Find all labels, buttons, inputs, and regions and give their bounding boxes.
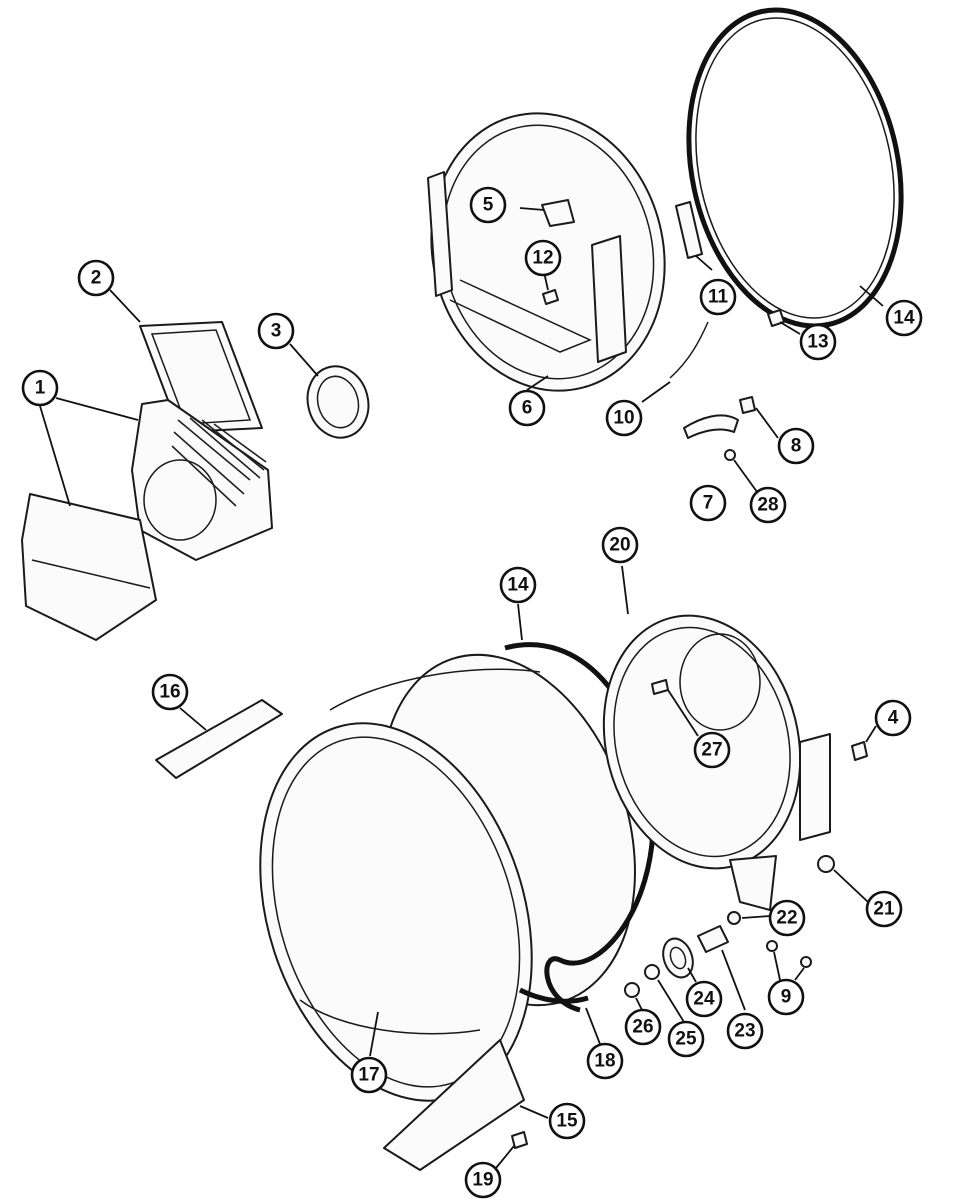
- svg-text:2: 2: [91, 268, 102, 289]
- callout-16: 16: [151, 673, 189, 711]
- callout-1: 1: [21, 369, 59, 407]
- callout-21: 21: [865, 890, 903, 928]
- callout-11: 11: [699, 278, 737, 316]
- part-drum-belt: [504, 642, 656, 1013]
- svg-text:27: 27: [701, 740, 722, 761]
- svg-text:13: 13: [807, 332, 828, 353]
- svg-text:9: 9: [781, 987, 792, 1008]
- svg-text:14: 14: [893, 308, 915, 329]
- callout-2: 2: [77, 259, 115, 297]
- svg-text:16: 16: [159, 682, 180, 703]
- part-screw-12: [542, 289, 559, 305]
- callout-10: 10: [605, 399, 643, 437]
- svg-text:23: 23: [734, 1021, 755, 1042]
- callout-12: 12: [524, 239, 562, 277]
- part-screws-9: [766, 940, 812, 968]
- svg-text:17: 17: [358, 1065, 379, 1086]
- callout-22: 22: [768, 899, 806, 937]
- svg-text:26: 26: [632, 1017, 653, 1038]
- callout-8: 8: [777, 427, 815, 465]
- part-washer-26: [624, 982, 640, 998]
- callout-7: 7: [689, 484, 727, 522]
- svg-text:8: 8: [791, 436, 802, 457]
- callout-24: 24: [685, 980, 723, 1018]
- callout-26: 26: [624, 1008, 662, 1046]
- callout-15: 15: [548, 1102, 586, 1140]
- part-front-duct-upper: [131, 399, 273, 561]
- svg-text:4: 4: [888, 708, 899, 729]
- svg-text:28: 28: [757, 495, 778, 516]
- part-washer-25: [644, 964, 660, 980]
- callout-25: 25: [667, 1020, 705, 1058]
- part-drum: [259, 653, 636, 1102]
- part-drum-seal: [518, 987, 589, 1004]
- svg-text:7: 7: [703, 493, 714, 514]
- part-nut-21: [817, 855, 835, 873]
- part-screw-4: [851, 741, 868, 761]
- svg-text:24: 24: [693, 989, 715, 1010]
- callout-3: 3: [257, 312, 295, 350]
- svg-text:1: 1: [35, 378, 46, 399]
- part-wire: [669, 321, 709, 379]
- part-lower-panel: [383, 1039, 525, 1171]
- callout-5: 5: [469, 186, 507, 224]
- part-duct-ring: [306, 365, 370, 439]
- callout-14-lower: 14: [499, 566, 537, 604]
- svg-text:21: 21: [873, 899, 895, 920]
- svg-text:6: 6: [522, 398, 533, 419]
- callout-17: 17: [350, 1056, 388, 1094]
- callout-4: 4: [874, 699, 912, 737]
- svg-text:3: 3: [271, 321, 282, 342]
- callout-14-top: 14: [885, 299, 923, 337]
- svg-text:14: 14: [507, 575, 529, 596]
- callout-18: 18: [586, 1042, 624, 1080]
- callout-9: 9: [767, 978, 805, 1016]
- svg-text:18: 18: [594, 1051, 615, 1072]
- part-bushing-22: [727, 911, 741, 925]
- part-trim: [155, 699, 283, 779]
- part-roller: [662, 937, 694, 979]
- svg-text:20: 20: [609, 535, 630, 556]
- svg-text:12: 12: [532, 248, 553, 269]
- svg-text:25: 25: [675, 1029, 697, 1050]
- part-clip: [683, 414, 739, 439]
- svg-text:5: 5: [483, 195, 494, 216]
- part-bracket: [541, 199, 575, 227]
- part-clip-19: [511, 1131, 528, 1149]
- part-link: [675, 201, 703, 259]
- callout-27: 27: [693, 731, 731, 769]
- svg-text:22: 22: [776, 908, 797, 929]
- svg-text:19: 19: [472, 1170, 493, 1191]
- callout-13: 13: [799, 323, 837, 361]
- part-screw-28: [724, 449, 736, 461]
- svg-text:10: 10: [613, 408, 634, 429]
- svg-text:11: 11: [708, 287, 729, 308]
- leader-lines: [39, 207, 884, 1169]
- part-screw-8: [739, 396, 756, 414]
- callout-23: 23: [726, 1012, 764, 1050]
- part-front-duct-lower: [21, 493, 157, 641]
- part-seal-ring-top: [686, 7, 904, 329]
- part-shaft: [697, 925, 729, 953]
- callout-6: 6: [508, 389, 546, 427]
- callout-20: 20: [601, 526, 639, 564]
- svg-text:15: 15: [556, 1111, 578, 1132]
- callout-19: 19: [464, 1161, 502, 1199]
- callout-28: 28: [749, 486, 787, 524]
